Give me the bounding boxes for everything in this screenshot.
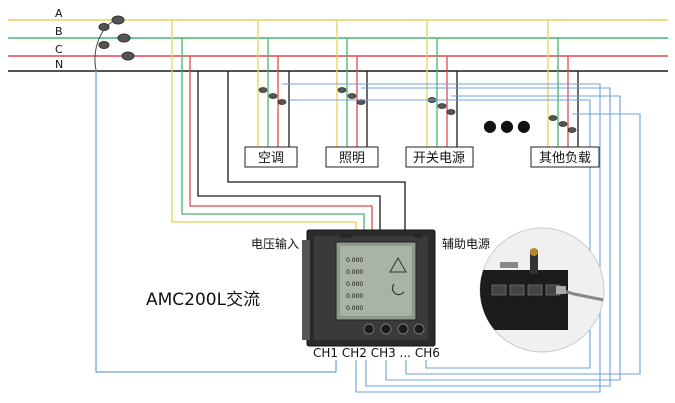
rj-plug [556,286,566,294]
meter-button-2[interactable] [380,323,392,335]
feeder-drops [257,20,579,150]
svg-text:0.000: 0.000 [346,269,363,276]
meter-brand: Acrel [340,234,353,240]
channels-label: CH1 CH2 CH3 ... CH6 [313,346,440,360]
inset-port-ch3: CH3 [531,301,540,306]
meter-lcd-inner [340,246,412,316]
meter-device: Acrel AMC 0.000 0.000 0.000 0.000 0.000 [302,229,436,347]
phone-icon [391,283,405,296]
voltage-input-wires [171,20,406,232]
branch-ct-wires [282,83,641,393]
meter-button-3[interactable] [397,323,409,335]
rear-panel [480,270,568,330]
phase-c-label: C [55,43,63,56]
load-label-lighting: 照明 [339,151,365,166]
antenna-tip [530,248,538,256]
load-box-aircon [244,146,298,168]
main-ct-clamps [98,15,135,61]
meter-buttons [363,323,425,335]
voltage-input-label: 电压输入 [251,236,299,251]
more-loads-ellipsis: ●●● [483,116,534,135]
inset-port-ch2: CH2 [513,301,522,306]
meter-button-4[interactable] [413,323,425,335]
svg-text:0.000: 0.000 [346,281,363,288]
svg-text:0.000: 0.000 [346,293,363,300]
load-boxes: 空调 照明 开关电源 其他负载 [244,146,600,168]
svg-text:0.000: 0.000 [346,305,363,312]
main-ct-leads [94,21,113,71]
warning-triangle-icon [389,256,407,273]
phase-b-label: B [55,25,63,38]
phase-a-label: A [55,7,63,20]
inset-port-ch1: CH1 [495,301,504,306]
load-label-other: 其他负载 [539,151,591,166]
meter-screen-tag: AMC [414,234,423,239]
svg-text:0.000: 0.000 [346,257,363,264]
meter-side [302,240,310,340]
terminal-block [500,262,518,268]
aux-power-label: 辅助电源 [442,237,490,251]
branch-ct-clamps [258,87,577,133]
rear-port-inset: CH1 CH2 CH3 CH4 [479,227,605,353]
inset-port-ch4: CH4 [549,301,558,306]
load-box-switch-psu [405,146,474,168]
meter-model-label: AMC200L交流 [146,290,260,310]
load-box-other [530,146,600,168]
antenna [530,250,538,274]
load-label-switch-psu: 开关电源 [413,151,465,166]
load-box-lighting [325,146,379,168]
ct-ch1-wire [95,70,337,373]
lcd-readings: 0.000 0.000 0.000 0.000 0.000 [346,257,363,312]
meter-button-1[interactable] [363,323,375,335]
neutral-label: N [55,58,63,71]
load-label-aircon: 空调 [258,151,284,166]
